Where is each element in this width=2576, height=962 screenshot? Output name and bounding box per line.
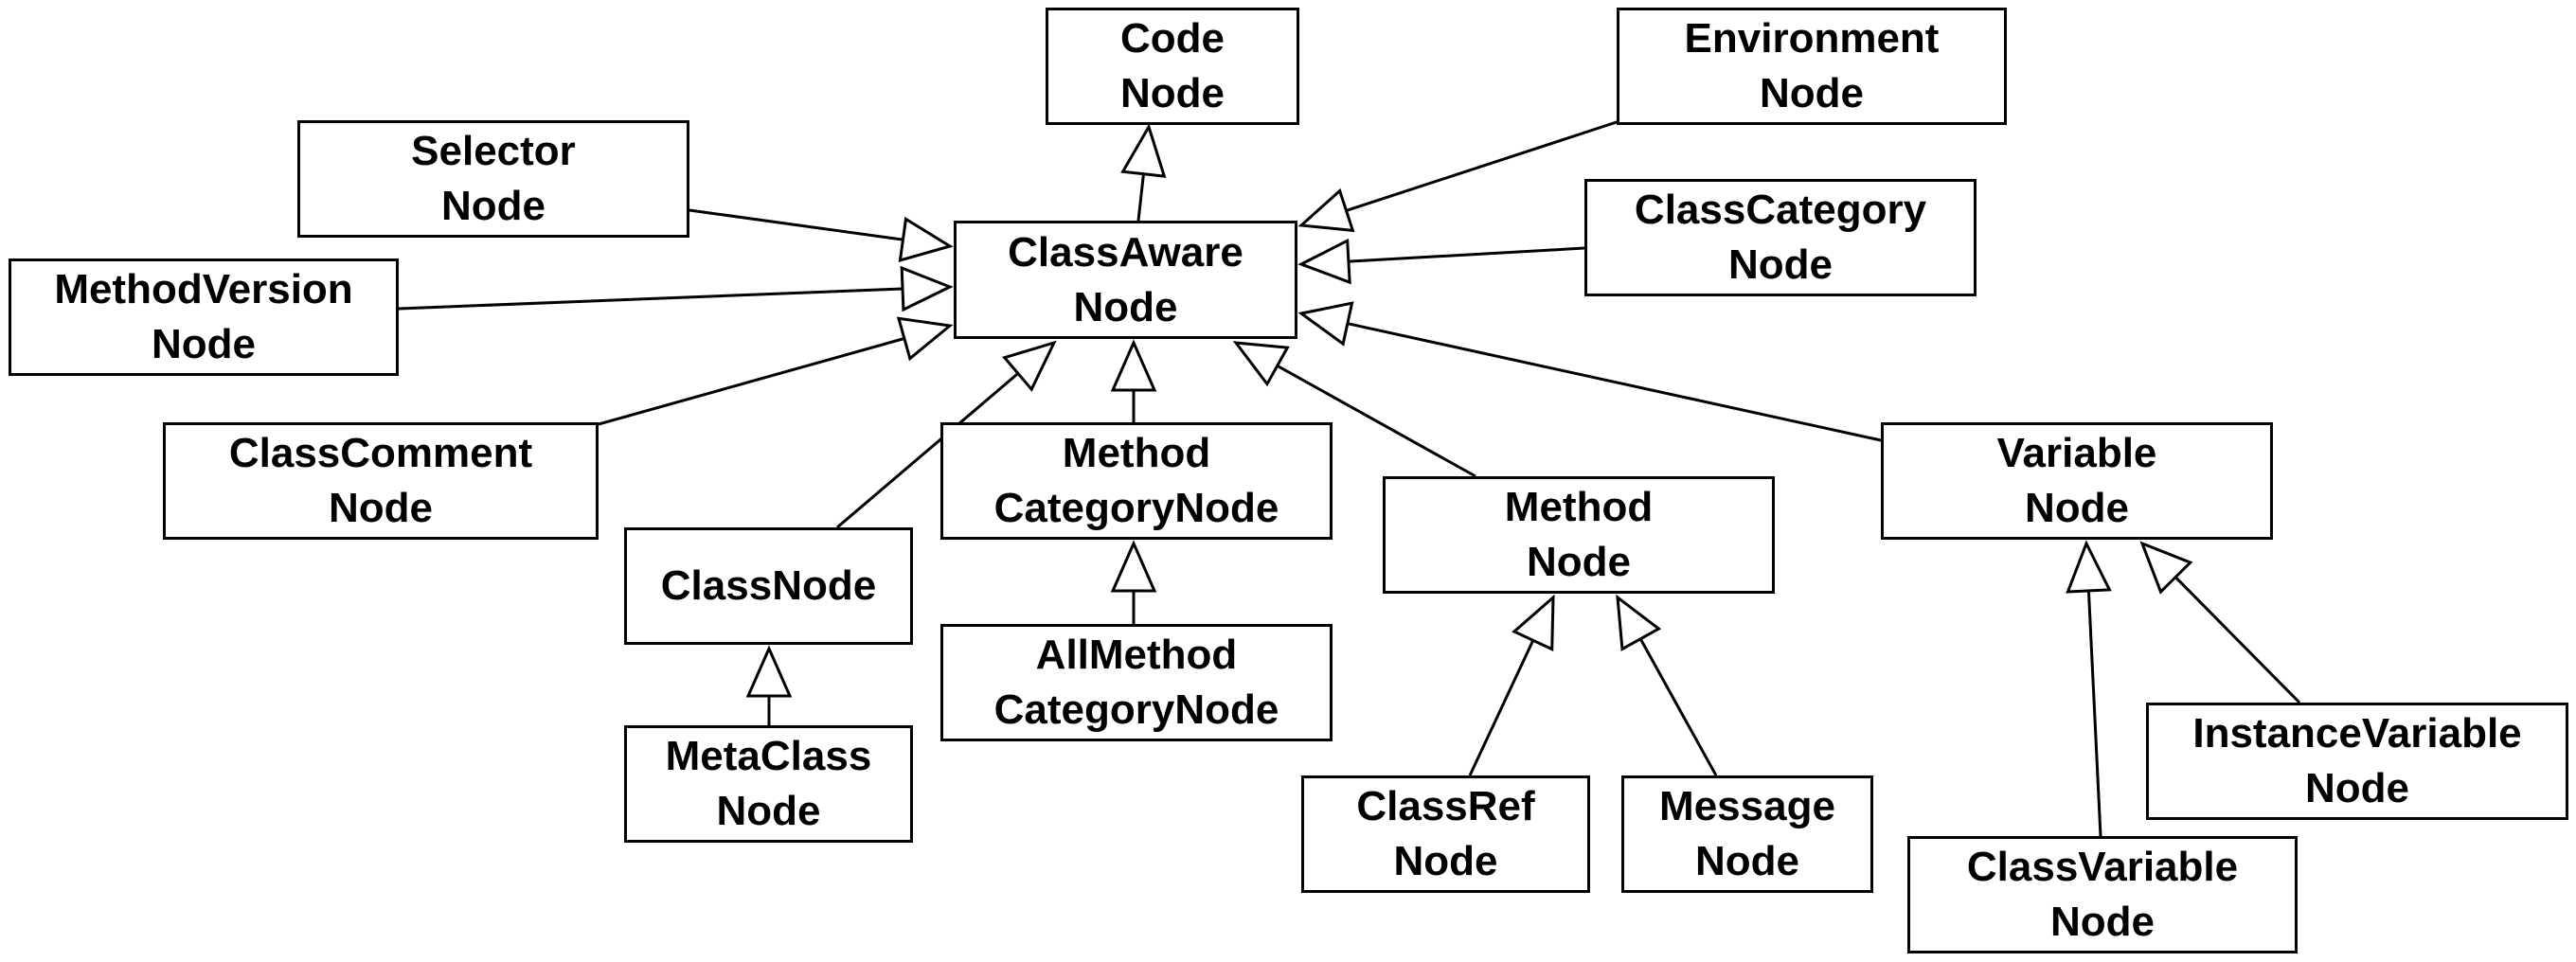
selector-node-box: Selector Node: [297, 120, 689, 238]
edge-line: [1468, 639, 1535, 776]
generalization-arrowhead: [1232, 341, 1290, 387]
generalization-arrowhead: [2066, 540, 2112, 594]
generalization-arrowhead: [1297, 238, 1351, 285]
environment-node-box: Environment Node: [1617, 8, 2007, 125]
generalization-arrowhead: [1512, 594, 1555, 651]
edge-message-to-method: [1616, 594, 1718, 776]
classref-node-box: ClassRef Node: [1301, 775, 1590, 893]
classnode-box: ClassNode: [624, 527, 913, 645]
classcomment-node-box: ClassComment Node: [163, 422, 599, 540]
edge-line: [689, 208, 903, 241]
generalization-arrowhead: [1120, 123, 1167, 178]
edge-line: [836, 372, 1019, 529]
generalization-arrowhead: [1110, 339, 1157, 392]
edge-line: [2086, 590, 2102, 837]
code-node-box: Code Node: [1046, 8, 1299, 125]
generalization-arrowhead: [745, 645, 793, 698]
edge-classref-to-method: [1468, 594, 1555, 776]
edge-instancevariable-to-variable: [2139, 541, 2301, 704]
instancevariable-node-box: InstanceVariable Node: [2146, 703, 2568, 820]
edge-selector-to-classaware: [689, 208, 954, 263]
generalization-arrowhead: [1616, 594, 1662, 651]
edge-classnode-to-classaware: [836, 340, 1057, 529]
edge-classcategory-to-classaware: [1297, 238, 1585, 285]
method-node-box: Method Node: [1383, 476, 1775, 594]
variable-node-box: Variable Node: [1881, 422, 2273, 540]
metaclass-node-box: MetaClass Node: [624, 725, 913, 843]
edge-line: [1276, 365, 1476, 478]
generalization-arrowhead: [2139, 541, 2193, 595]
edge-line: [1638, 638, 1718, 776]
classcategory-node-box: ClassCategory Node: [1584, 179, 1977, 296]
classaware-node-box: ClassAware Node: [954, 221, 1297, 339]
edge-metaclass-to-classnode: [745, 645, 793, 725]
edge-method-to-classaware: [1232, 341, 1476, 478]
methodversion-node-box: MethodVersion Node: [9, 258, 399, 376]
generalization-arrowhead: [898, 216, 954, 263]
edge-variable-to-classaware: [1297, 301, 1882, 442]
generalization-arrowhead: [1297, 187, 1355, 233]
edge-environment-to-classaware: [1297, 119, 1620, 233]
generalization-arrowhead: [900, 265, 954, 312]
edge-allmethodcategory-to-methodcategory: [1110, 540, 1157, 624]
edge-classcomment-to-classaware: [598, 316, 954, 426]
allmethodcategory-node-box: AllMethod CategoryNode: [940, 624, 1333, 741]
edge-line: [598, 337, 905, 426]
generalization-arrowhead: [896, 316, 954, 362]
message-node-box: Message Node: [1621, 775, 1873, 893]
edge-line: [1346, 119, 1620, 212]
methodcategory-node-box: Method CategoryNode: [940, 422, 1333, 540]
edge-line: [1348, 246, 1585, 263]
edge-line: [1347, 322, 1882, 442]
edge-methodversion-to-classaware: [398, 265, 954, 312]
edge-line: [398, 287, 903, 311]
edge-classaware-to-code: [1120, 123, 1167, 222]
edge-line: [1136, 173, 1145, 222]
generalization-arrowhead: [1002, 340, 1057, 392]
generalization-arrowhead: [1110, 540, 1157, 593]
classvariable-node-box: ClassVariable Node: [1907, 836, 2298, 953]
edge-classvariable-to-variable: [2066, 540, 2112, 837]
edge-line: [2174, 576, 2301, 704]
generalization-arrowhead: [1297, 301, 1354, 347]
edge-methodcategory-to-classaware: [1110, 339, 1157, 422]
